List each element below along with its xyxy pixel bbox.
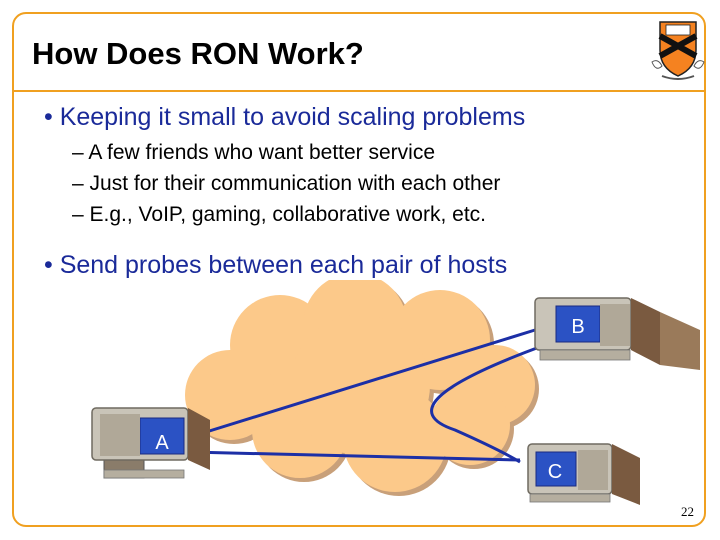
slide-title: How Does RON Work? xyxy=(32,36,364,71)
path-a-to-b xyxy=(189,328,536,439)
ron-network-diagram: A B C xyxy=(91,280,700,505)
path-b-to-c-indirect xyxy=(430,343,546,464)
host-a-label: A xyxy=(155,432,169,454)
host-b-computer xyxy=(534,297,700,370)
page-number: 22 xyxy=(681,504,694,519)
bullet-item: • Keeping it small to avoid scaling prob… xyxy=(44,103,526,131)
bullet-item: • Send probes between each pair of hosts xyxy=(44,251,508,279)
slide-frame xyxy=(12,12,706,527)
host-a-computer xyxy=(91,407,210,479)
host-b-label: B xyxy=(571,316,584,338)
host-c-label: C xyxy=(548,461,562,483)
sub-bullet-item: – A few friends who want better service xyxy=(72,141,436,164)
host-c-computer xyxy=(527,443,640,505)
university-shield-logo xyxy=(651,21,705,80)
path-a-to-c xyxy=(189,450,521,462)
sub-bullet-item: – E.g., VoIP, gaming, collaborative work… xyxy=(72,203,487,226)
title-divider xyxy=(14,90,704,92)
sub-bullet-item: – Just for their communication with each… xyxy=(72,172,501,195)
internet-cloud xyxy=(185,280,539,496)
